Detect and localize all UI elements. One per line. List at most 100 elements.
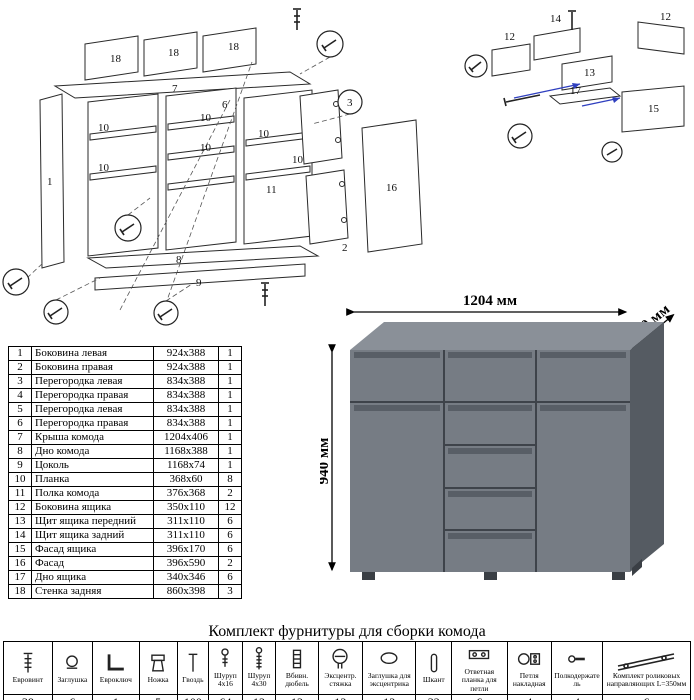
part-size: 1168х388 (153, 444, 219, 459)
part-size: 396х170 (153, 542, 219, 557)
part-qty: 1 (218, 444, 242, 459)
hardware-label: Полкодержатель (554, 671, 600, 689)
hardware-item: Ножка (138, 641, 178, 695)
hardware-label: Шуруп 4х30 (247, 671, 271, 689)
hardware-qty: 6 (601, 693, 692, 700)
part-qty: 6 (218, 570, 242, 585)
part-label: 1 (47, 176, 53, 188)
cap-plug-icon (53, 650, 92, 676)
hardware-item: Заглушка для эксцентрика (362, 641, 417, 695)
hardware-item: Ответная планка для петли (451, 641, 508, 695)
hardware-item: Евроключ (91, 641, 140, 695)
part-number: 7 (8, 430, 32, 445)
part-name: Щит ящика задний (31, 528, 154, 543)
drawer-exploded-diagram: 14 12 12 13 17 15 (464, 10, 685, 163)
part-size: 834х388 (153, 374, 219, 389)
part-qty: 6 (218, 542, 242, 557)
part-qty: 1 (218, 402, 242, 417)
part-name: Перегородка левая (31, 402, 154, 417)
width-label: 1204 мм (463, 293, 517, 309)
hardware-item: Петля накладная (506, 641, 552, 695)
hardware-label: Комплект роликовых направляющих L=350мм (606, 671, 687, 689)
part-number: 12 (8, 500, 32, 515)
part-number: 10 (8, 472, 32, 487)
wood-dowel-icon (416, 650, 451, 676)
hardware-item: Гвоздь (176, 641, 210, 695)
part-name: Полка комода (31, 486, 154, 501)
hardware-item: Полкодержатель (550, 641, 603, 695)
cam-cap-icon (363, 646, 415, 672)
part-name: Крыша комода (31, 430, 154, 445)
part-label: 13 (584, 67, 596, 79)
part-size: 834х388 (153, 402, 219, 417)
hardware-qty: 32 (415, 693, 453, 700)
part-label: 10 (200, 142, 212, 154)
hardware-qty: 12 (275, 693, 319, 700)
part-qty: 1 (218, 416, 242, 431)
part-number: 13 (8, 514, 32, 529)
part-label: 17 (570, 85, 582, 97)
part-name: Фасад ящика (31, 542, 154, 557)
left-side-panel (39, 93, 65, 269)
part-name: Боковина правая (31, 360, 154, 375)
part-label: 16 (386, 182, 398, 194)
hardware-item: Комплект роликовых направляющих L=350мм (601, 641, 692, 695)
part-number: 3 (8, 374, 32, 389)
part-label: 14 (550, 13, 562, 25)
part-size: 376х368 (153, 486, 219, 501)
hinge-plate-icon (452, 642, 506, 668)
screw-long-icon (243, 646, 276, 672)
part-qty: 6 (218, 514, 242, 529)
part-number: 2 (8, 360, 32, 375)
roller-guides-icon (603, 646, 690, 672)
bottom-panel (86, 245, 320, 269)
part-qty: 1 (218, 360, 242, 375)
hardware-item: Шуруп 4х16 (208, 641, 243, 695)
hardware-qty: 12 (362, 693, 417, 700)
product-render: 1204 мм 410 мм 940 мм (320, 288, 694, 596)
shelf-pin-icon (552, 646, 602, 672)
hardware-qty: 12 (317, 693, 364, 700)
alignment-lines (26, 56, 351, 321)
door-fronts-group (299, 89, 349, 245)
part-label: 10 (98, 162, 110, 174)
part-size: 1204х406 (153, 430, 219, 445)
nail-icon (178, 650, 208, 676)
hardware-label: Заглушка (57, 675, 88, 685)
part-number: 14 (8, 528, 32, 543)
part-label: 8 (176, 254, 182, 266)
part-name: Планка (31, 472, 154, 487)
loose-screws (261, 8, 301, 306)
hardware-item: Евровинт (3, 641, 53, 695)
part-number: 9 (8, 458, 32, 473)
euroscrew-icon (4, 650, 52, 676)
hardware-label: Заглушка для эксцентрика (367, 671, 411, 689)
part-number: 16 (8, 556, 32, 571)
part-name: Перегородка правая (31, 416, 154, 431)
part-size: 924х388 (153, 360, 219, 375)
drawer-panels-group (491, 21, 685, 133)
part-number: 17 (8, 570, 32, 585)
height-label: 940 мм (320, 438, 332, 485)
part-label: 12 (660, 11, 671, 23)
hex-key-icon (93, 650, 139, 676)
hardware-qty: 1 (91, 693, 140, 700)
part-size: 368х60 (153, 472, 219, 487)
hardware-label: Евроключ (99, 675, 132, 685)
width-dimension: 1204 мм (346, 293, 628, 316)
detail-zoom-circles (2, 30, 363, 326)
part-label: 18 (228, 41, 240, 53)
drawer-zoom-circles (464, 54, 623, 163)
drawer-screws (503, 10, 576, 107)
part-size: 311х110 (153, 528, 219, 543)
part-qty: 2 (218, 486, 242, 501)
part-qty: 1 (218, 458, 242, 473)
part-qty: 1 (218, 430, 242, 445)
